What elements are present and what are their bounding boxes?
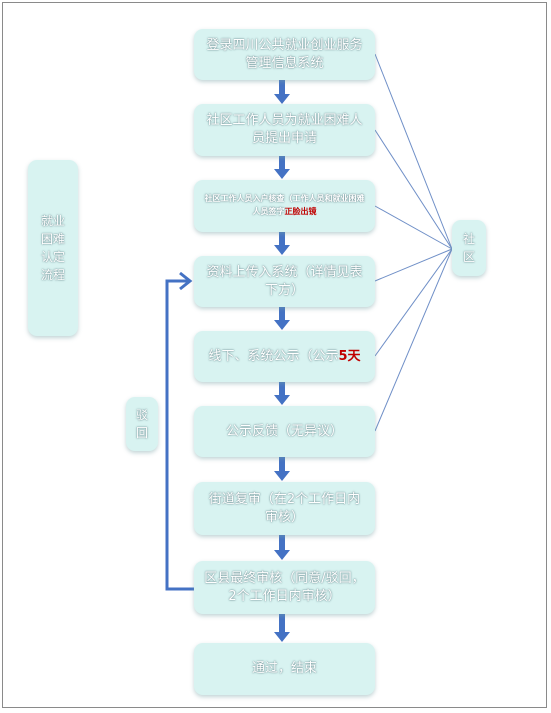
- diagram-frame: [2, 2, 547, 708]
- step-5-public-notice: 线下、系统公示（公示5天: [194, 331, 375, 382]
- step-5-highlight: 5天: [338, 348, 361, 364]
- step-9-text: 通过，结束: [251, 661, 317, 677]
- step-3-home-verification: 社区工作人员入户核查（工作人员和就业困难人员签字正脸出镜: [194, 180, 375, 232]
- flow-arrow-3: [274, 232, 290, 255]
- community-connectors: [374, 53, 453, 432]
- step-1-text: 登录四川公共就业创业服务管理信息系统: [206, 37, 363, 71]
- step-2-text: 社区工作人员为就业困难人员提出申请: [206, 113, 363, 146]
- step-4-text: 资料上传入系统（详情见表下方）: [206, 264, 363, 298]
- connector-step-6: [374, 248, 453, 432]
- step-8-text: 区县最终审核（同意/驳回，2个工作日内审核）: [204, 570, 365, 604]
- connector-step-2: [374, 129, 453, 250]
- step-1-login-system: 登录四川公共就业创业服务管理信息系统: [194, 29, 375, 80]
- flow-arrow-8: [274, 614, 290, 642]
- step-5-content: 线下、系统公示（公示5天: [208, 348, 360, 366]
- step-7-subdistrict-review: 街道复审（在2个工作日内审核）: [194, 482, 375, 535]
- step-3-highlight: 正脸出镜: [284, 207, 317, 216]
- step-3-content: 社区工作人员入户核查（工作人员和就业困难人员签字正脸出镜: [204, 193, 365, 219]
- step-9-pass-end: 通过，结束: [194, 643, 375, 695]
- step-3-text: 社区工作人员入户核查（工作人员和就业困难人员签字: [204, 194, 365, 216]
- step-7-text: 街道复审（在2个工作日内审核）: [208, 491, 361, 525]
- reject-loop: [165, 271, 194, 591]
- flow-arrow-6: [274, 457, 290, 481]
- step-5-text: 线下、系统公示（公示: [208, 348, 339, 364]
- flow-arrow-7: [274, 535, 290, 560]
- community-box: 社区: [452, 220, 486, 276]
- reject-label-text: 驳回: [135, 408, 148, 440]
- process-title-box: 就业困难认定流程: [28, 160, 78, 336]
- connector-step-4: [374, 248, 453, 282]
- connector-step-5: [374, 248, 453, 357]
- reject-label-box: 驳回: [126, 397, 158, 451]
- flow-arrow-1: [274, 80, 290, 104]
- connector-step-1: [374, 53, 453, 250]
- flow-arrow-4: [274, 307, 290, 330]
- step-2-submit-application: 社区工作人员为就业困难人员提出申请: [194, 104, 375, 156]
- connector-step-3: [374, 205, 453, 250]
- reject-loop-arrowhead: [179, 271, 193, 291]
- process-title-text: 就业困难认定流程: [40, 214, 65, 282]
- step-8-county-final-review: 区县最终审核（同意/驳回，2个工作日内审核）: [194, 561, 375, 614]
- step-6-text: 公示反馈（无异议）: [225, 423, 343, 439]
- community-label-text: 社区: [462, 232, 475, 264]
- step-4-upload-materials: 资料上传入系统（详情见表下方）: [194, 256, 375, 307]
- reject-loop-line: [165, 279, 194, 591]
- step-6-notice-feedback: 公示反馈（无异议）: [194, 406, 375, 457]
- flow-arrow-2: [274, 156, 290, 179]
- flow-arrow-5: [274, 382, 290, 405]
- flow-arrows: [274, 80, 290, 642]
